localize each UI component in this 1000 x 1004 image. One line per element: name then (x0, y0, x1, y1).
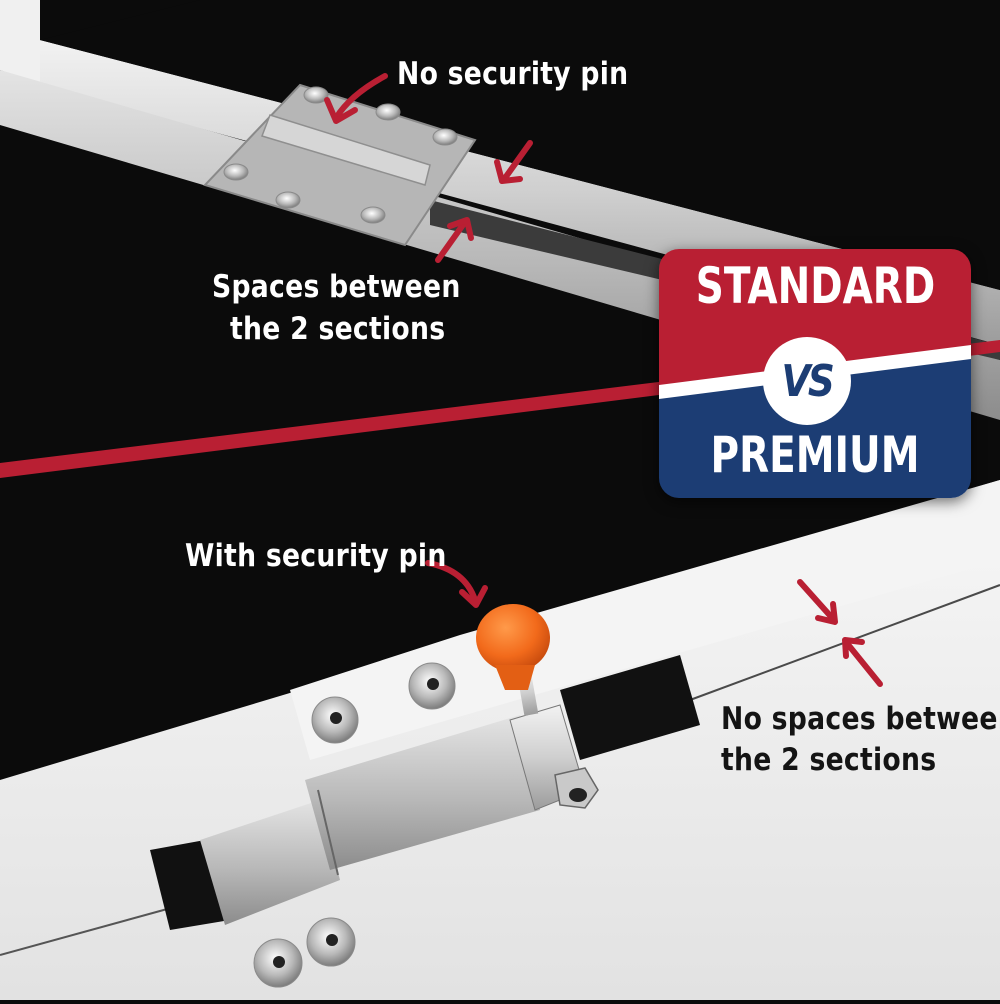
callout-arrows (324, 73, 883, 687)
vs-circle: VS (763, 337, 851, 425)
arrow-no-gap-top-icon (797, 579, 837, 623)
security-pin-knob (476, 604, 550, 672)
badge-standard-label: STANDARD (695, 257, 935, 315)
callout-with-security-pin: With security pin (185, 538, 447, 574)
arrow-no-gap-bottom-icon (843, 639, 883, 687)
arrow-with-pin-icon (425, 560, 478, 603)
callout-spaces-between-line1: Spaces between (212, 269, 461, 305)
callout-no-spaces-line1: No spaces between (721, 701, 1000, 737)
standard-vs-premium-badge: STANDARD VS PREMIUM (659, 249, 971, 498)
arrow-no-pin-icon (333, 73, 388, 121)
callout-no-spaces-line2: the 2 sections (721, 742, 937, 778)
arrow-gap-bottom-icon (435, 219, 468, 263)
callout-spaces-between-line2: the 2 sections (230, 311, 446, 347)
badge-vs-label: VS (781, 355, 835, 407)
badge-premium-label: PREMIUM (710, 426, 920, 484)
arrow-gap-top-icon (502, 140, 533, 181)
callout-no-security-pin: No security pin (397, 56, 629, 92)
premium-hinge-barrel (200, 800, 340, 925)
